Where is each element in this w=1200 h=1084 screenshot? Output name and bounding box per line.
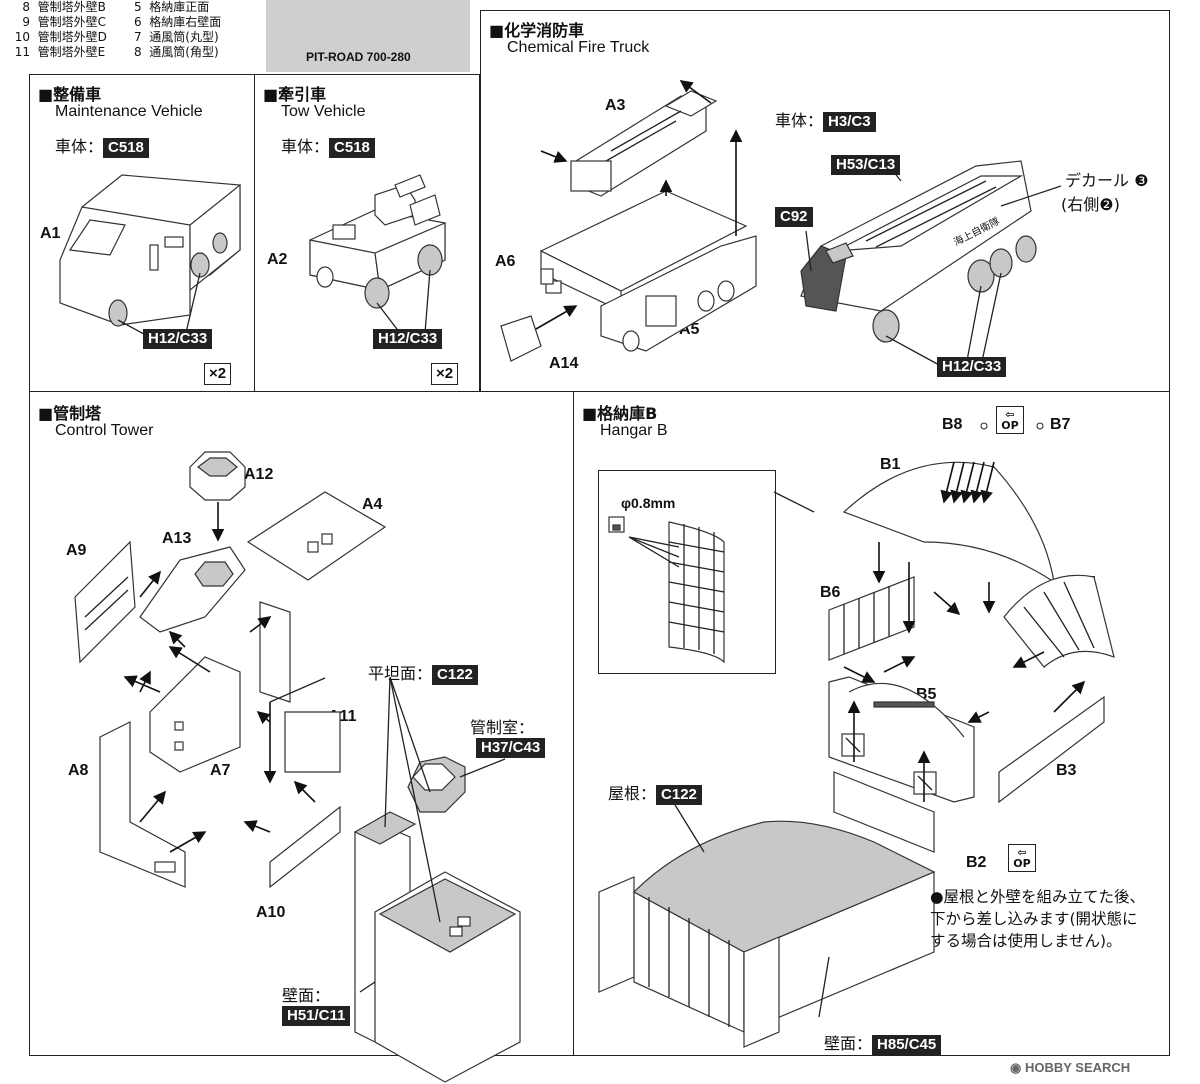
drill-size-label: φ0.8mm <box>621 495 676 511</box>
tow-vehicle-drawing <box>309 174 446 334</box>
panel-title: ■管制塔 <box>38 404 102 423</box>
maintenance-vehicle-drawing <box>59 174 241 341</box>
tow-vehicle-panel: ■牽引車 Tow Vehicle 車体：C518 A2 H12/C33 ×2 <box>254 74 480 392</box>
color-code-chip: H53/C13 <box>831 155 901 175</box>
wheel-color-label: H12/C33 <box>373 329 443 349</box>
hangar-panel: ■格納庫B Hangar B B8 ⇦OP B7 B1 B6 B4 B5 B3 … <box>573 391 1170 1056</box>
open-option-badge: ⇦OP <box>996 406 1024 434</box>
box-label-area: PIT-ROAD 700-280 <box>266 0 470 72</box>
wall-label: 壁面：H85/C45 <box>824 1030 942 1055</box>
part-label-b6: B6 <box>820 584 841 601</box>
panel-subtitle: Chemical Fire Truck <box>507 39 650 56</box>
part-label-a6: A6 <box>495 253 516 270</box>
part-label-b7: B7 <box>1050 416 1071 433</box>
decal-label: デカール ❸ <box>1065 171 1149 190</box>
decal-side-label: (右側❷) <box>1061 195 1120 214</box>
color-code-chip: H37/C43 <box>476 738 546 758</box>
part-label-b3: B3 <box>1056 762 1077 779</box>
color-code-chip: H12/C33 <box>937 357 1007 377</box>
wall-label: 壁面： <box>282 986 331 1005</box>
quantity-badge: ×2 <box>431 363 459 385</box>
part-label: A1 <box>40 225 61 242</box>
body-color-label: 車体：C518 <box>281 133 375 158</box>
color-code-chip: C518 <box>329 138 375 158</box>
flat-surface-label: 平坦面：C122 <box>368 660 478 685</box>
panel-title: ■整備車 <box>38 85 102 104</box>
body-color-label: 車体：C518 <box>55 133 149 158</box>
box-label-text: PIT-ROAD 700-280 <box>306 50 411 64</box>
part-label-a4: A4 <box>362 496 383 513</box>
control-tower-drawing <box>74 451 521 1083</box>
panel-subtitle: Control Tower <box>55 422 154 439</box>
part-label-a9: A9 <box>66 542 87 559</box>
panel-subtitle: Hangar B <box>600 422 668 439</box>
fire-truck-panel: ■化学消防車 Chemical Fire Truck A3 A6 A5 A14 <box>480 10 1170 392</box>
part-label-b2: B2 <box>966 854 987 871</box>
wheel-color-label: H12/C33 <box>143 329 213 349</box>
wall-color-label: H51/C11 <box>282 1006 351 1026</box>
control-room-label: 管制室： <box>470 718 535 737</box>
assembly-note: ●屋根と外壁を組み立てた後、下から差し込みます(開状態にする場合は使用しません)… <box>930 888 1146 950</box>
hangar-exploded-drawing <box>598 422 1115 1048</box>
front-color-label: C92 <box>775 207 813 227</box>
part-label-b1: B1 <box>880 456 901 473</box>
panel-subtitle: Tow Vehicle <box>281 103 366 120</box>
color-code-chip: C122 <box>656 785 702 805</box>
roof-color-label: H53/C13 <box>831 155 901 175</box>
color-code-chip: C518 <box>103 138 149 158</box>
part-label-a13: A13 <box>162 530 192 547</box>
part-label-a10: A10 <box>256 904 286 921</box>
control-tower-panel: ■管制塔 Control Tower A12 A4 A9 A13 A11 A8 … <box>29 391 574 1083</box>
quantity-badge: ×2 <box>204 363 232 385</box>
part-label-a12: A12 <box>244 466 274 483</box>
color-code-chip: H3/C3 <box>823 112 876 132</box>
control-room-color-label: H37/C43 <box>476 738 546 758</box>
wheel-color-label: H12/C33 <box>937 357 1007 377</box>
part-label-a7: A7 <box>210 762 231 779</box>
fire-truck-exploded-drawing <box>500 80 1062 367</box>
open-option-badge: ⇦OP <box>1008 844 1036 872</box>
panel-title: ■化学消防車 <box>489 21 585 40</box>
color-code-chip: H51/C11 <box>282 1006 351 1026</box>
body-color-label: 車体：H3/C3 <box>775 107 876 132</box>
watermark: ◉ HOBBY SEARCH <box>1010 1060 1131 1075</box>
panel-title: ■牽引車 <box>263 85 327 104</box>
panel-title: ■格納庫B <box>582 404 658 423</box>
panel-subtitle: Maintenance Vehicle <box>55 103 203 120</box>
part-label: A2 <box>267 251 288 268</box>
watermark-icon: ◉ <box>1010 1060 1022 1075</box>
color-code-chip: H85/C45 <box>872 1035 942 1055</box>
color-code-chip: H12/C33 <box>143 329 213 349</box>
part-label-a8: A8 <box>68 762 89 779</box>
color-code-chip: H12/C33 <box>373 329 443 349</box>
part-label-b8: B8 <box>942 416 963 433</box>
roof-label: 屋根：C122 <box>608 780 702 805</box>
maintenance-vehicle-panel: ■整備車 Maintenance Vehicle 車体：C518 A1 H12/… <box>29 74 255 392</box>
color-code-chip: C122 <box>432 665 478 685</box>
part-label-a3: A3 <box>605 97 626 114</box>
part-label-a14: A14 <box>549 355 579 372</box>
color-code-chip: C92 <box>775 207 813 227</box>
